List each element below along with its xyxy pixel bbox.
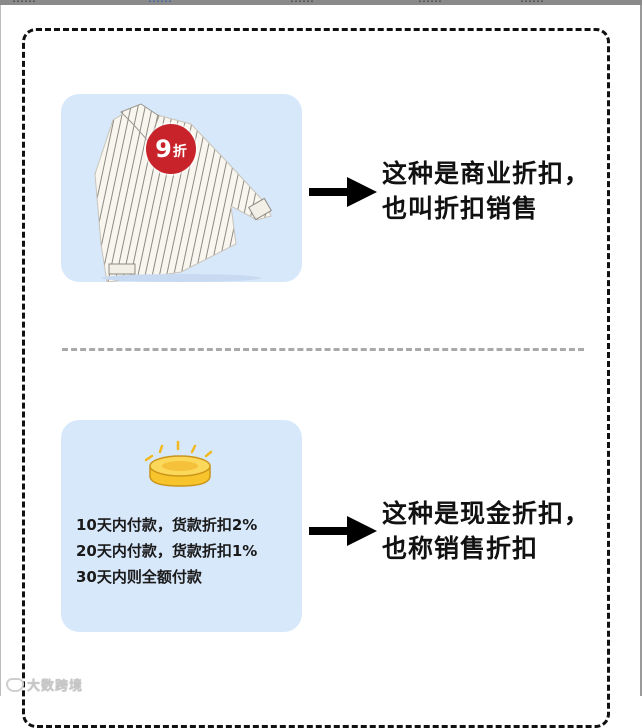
payment-term-line: 10天内付款，货款折扣2% (76, 516, 258, 534)
payment-term-line: 20天内付款，货款折扣1% (76, 542, 258, 560)
frame-edge-left (0, 5, 1, 696)
discount-badge-unit: 折 (172, 144, 187, 160)
payment-terms: 10天内付款，货款折扣2% 20天内付款，货款折扣1% 30天内则全额付款 (76, 512, 257, 590)
nav-fragment: …… (290, 0, 314, 5)
gold-coin-icon (144, 440, 213, 487)
striped-shirt-icon (94, 103, 272, 283)
nav-fragment: …… (418, 0, 442, 5)
commercial-discount-description: 这种是商业折扣， 也叫折扣销售 (382, 156, 590, 226)
top-cutoff-nav: …… …… …… …… …… (0, 0, 642, 5)
nav-fragment: …… (520, 0, 544, 5)
watermark: 大数跨境 (6, 675, 83, 694)
nav-fragment: …… (148, 0, 172, 5)
cash-discount-description: 这种是现金折扣， 也称销售折扣 (382, 496, 590, 566)
description-line: 这种是现金折扣， (382, 499, 591, 528)
description-line: 这种是商业折扣， (382, 159, 591, 188)
payment-term-line: 30天内则全额付款 (76, 568, 202, 586)
right-arrow-icon (309, 516, 377, 546)
watermark-logo-icon (6, 677, 24, 692)
right-arrow-icon (309, 177, 377, 207)
frame-edge-right (640, 5, 642, 696)
description-line: 也称销售折扣 (382, 534, 539, 563)
description-line: 也叫折扣销售 (382, 194, 539, 223)
discount-badge: 9 折 (146, 124, 196, 174)
section-divider (62, 348, 584, 351)
shirt-illustration-card (61, 94, 302, 283)
nav-fragment: …… (12, 0, 36, 5)
watermark-text: 大数跨境 (27, 679, 84, 694)
discount-badge-number: 9 (155, 135, 172, 163)
